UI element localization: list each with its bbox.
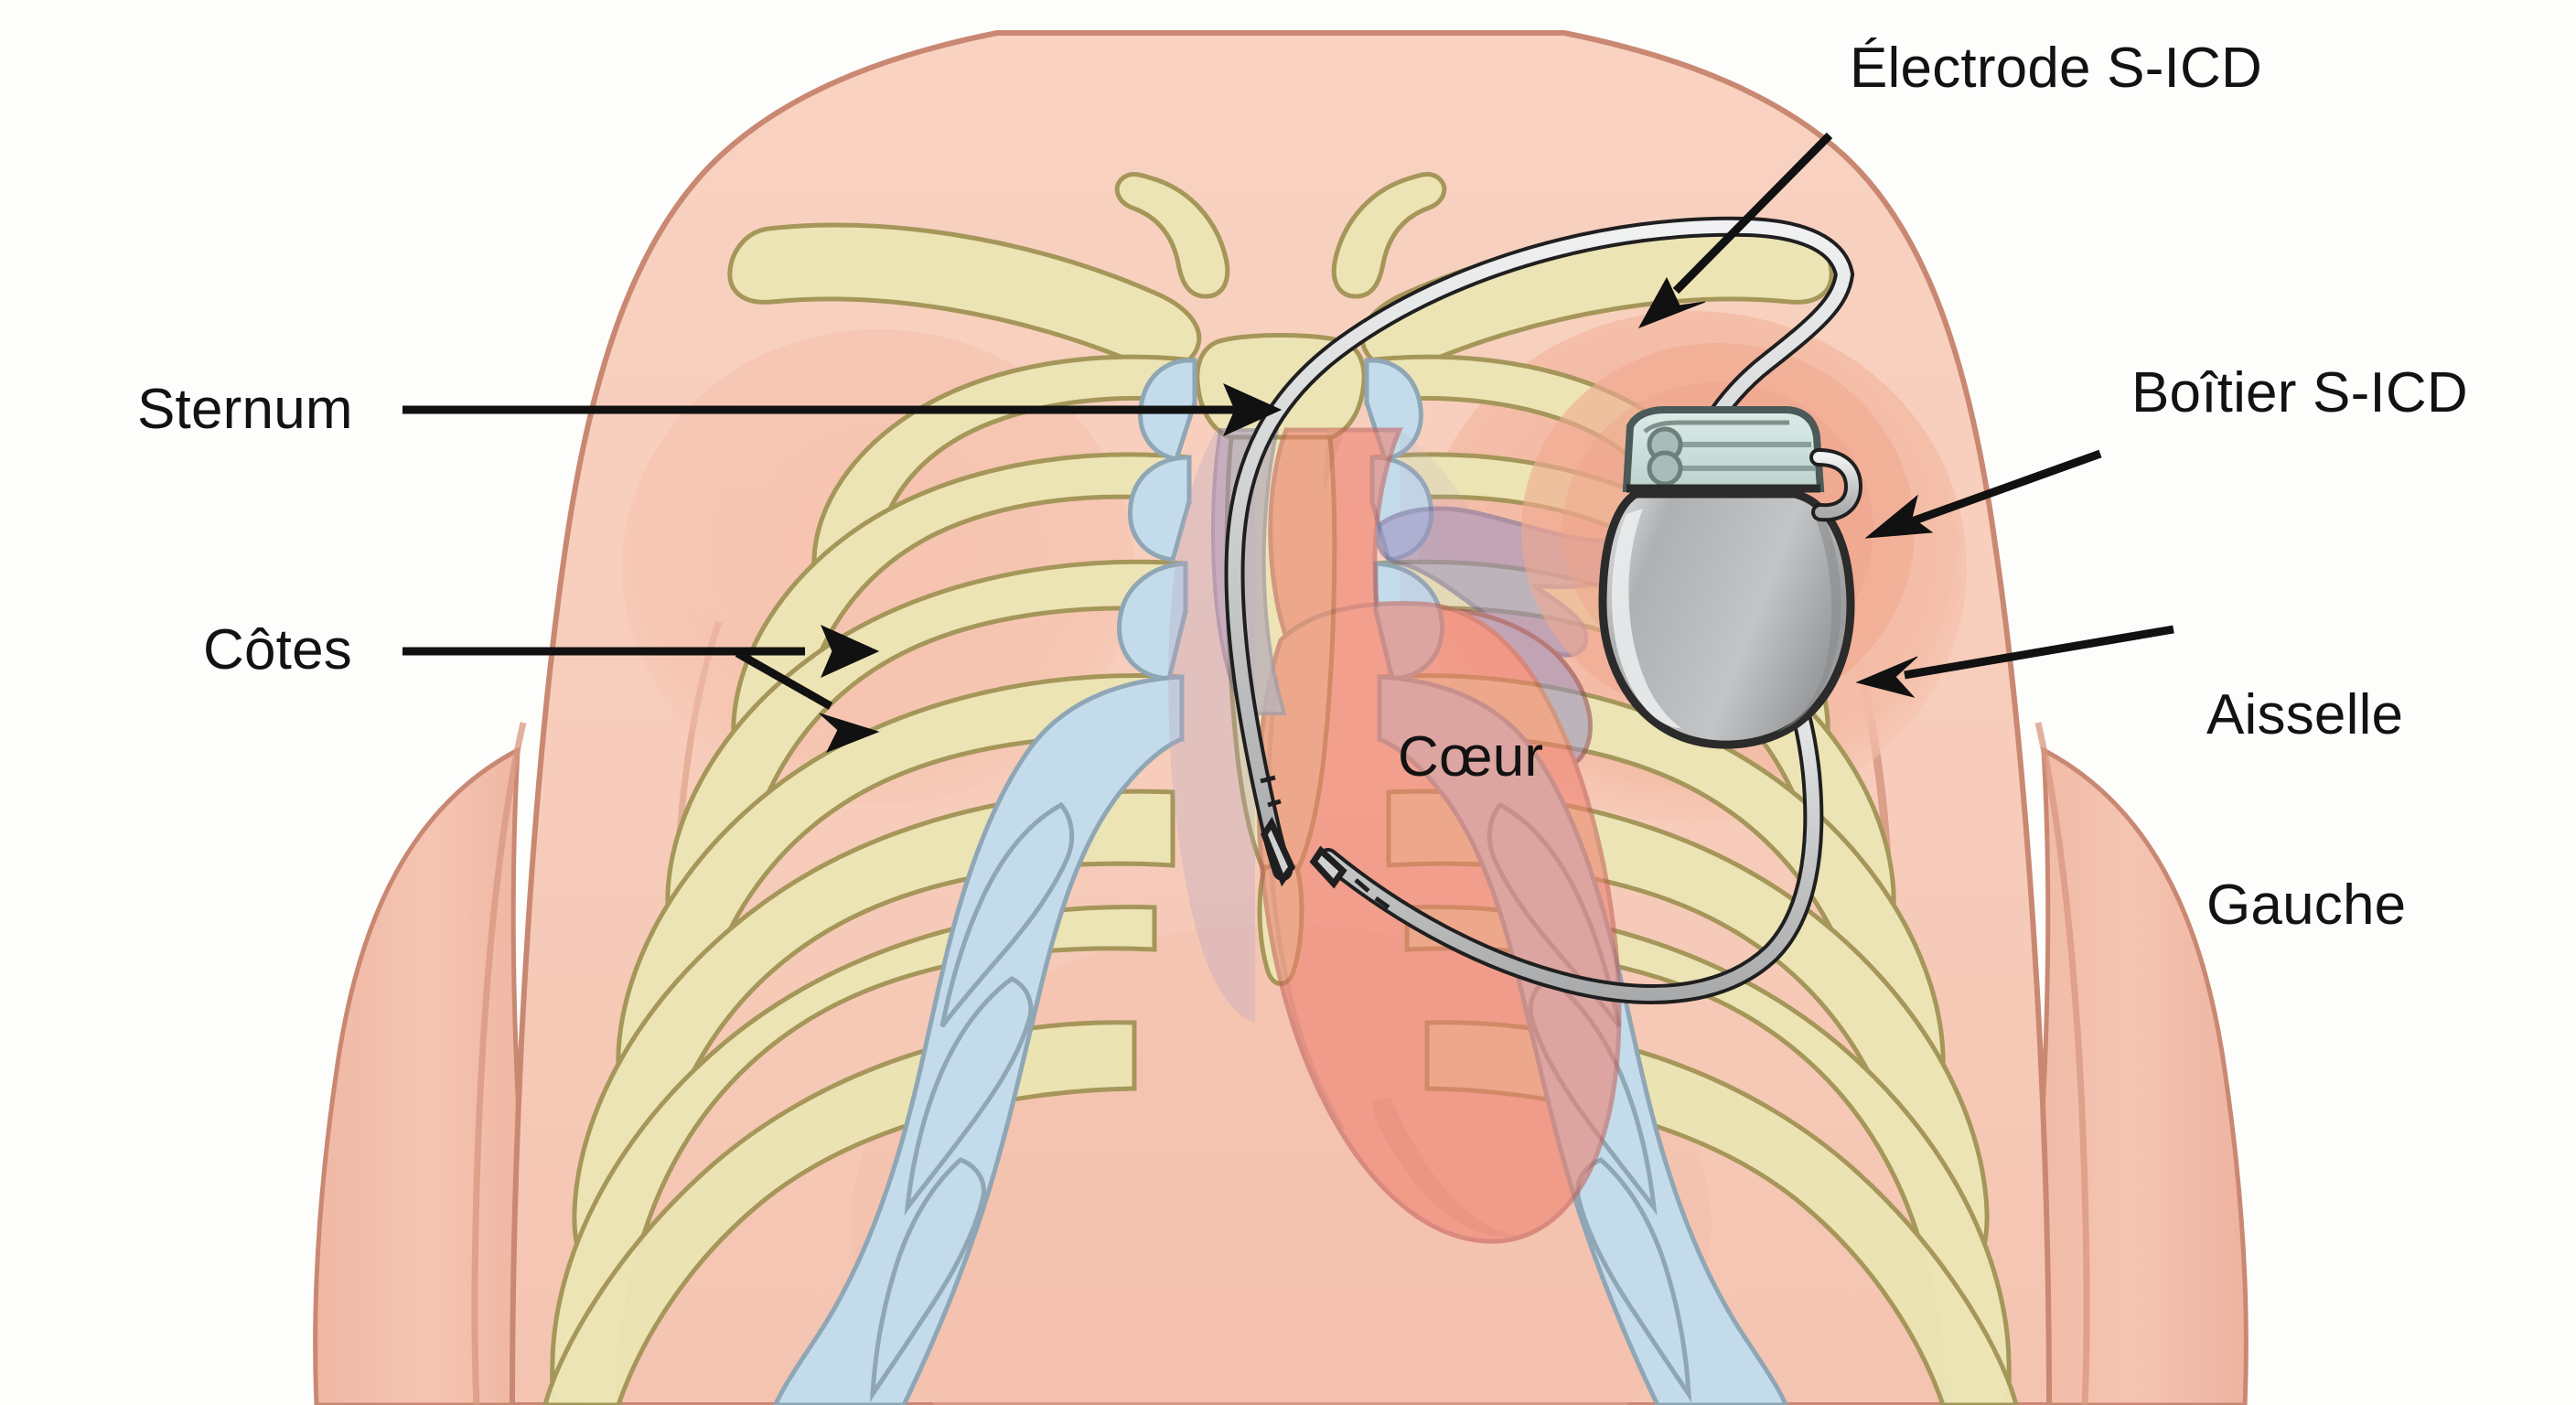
s-icd-pulse-generator [1598,406,1863,749]
heart-apex-shade [1372,1098,1519,1237]
label-electrode-sicd: Électrode S-ICD [1850,37,2262,100]
acromion-right [1114,172,1230,299]
label-aisselle-line2: Gauche [2206,874,2407,938]
cartilage-r3 [1117,561,1188,681]
s-icd-system [1224,216,1915,1004]
generator-can-highlight [1611,509,1681,728]
label-sternum: Sternum [137,378,353,441]
leader-electrode [1672,132,1833,295]
lead-arch-inner [1228,220,1852,877]
cartilage-sub-right-c [869,1157,986,1403]
cartilage-sub-left-c [1575,1157,1692,1403]
acromion-left [1331,172,1447,299]
arrowhead-aisselle [1855,656,1918,698]
arrowhead-cotes-1 [821,625,880,678]
generator-can-shade [1776,509,1841,732]
arrowhead-electrode [1637,276,1706,328]
shoulder-crease-left [2034,722,2090,1405]
lead-to-header-inner [1813,452,1860,519]
cartilage-sub-right-b [904,976,1034,1216]
leader-boitier [1910,449,2102,526]
cartilage-r2 [1127,455,1192,563]
shoulder-crease-right [471,722,527,1405]
lead-inferior-inner [1322,667,1820,1001]
label-cotes: Côtes [203,618,352,681]
cartilage-sub-right-a [939,801,1075,1028]
lead-inferior-tip [1309,845,1390,910]
arrowhead-sternum [1223,383,1283,436]
aortic-arch-notch [1324,428,1345,494]
lead-distal-tip [1260,775,1296,887]
header-inner-line [1643,420,1789,434]
leader-aisselle [1904,625,2174,680]
leader-lines [402,132,2174,753]
label-aisselle-line1: Aisselle [2206,682,2404,746]
label-coeur: Cœur [1398,725,1544,788]
label-boitier-sicd: Boîtier S-ICD [2131,361,2468,424]
header-port-2 [1647,450,1683,487]
s-icd-lead [1224,216,1855,1004]
arrowhead-cotes-2 [819,713,880,753]
right-ventricle-border [1266,676,1346,1131]
arrowhead-boitier [1864,494,1934,539]
leader-cotes-branch [735,649,833,710]
generator-can [1598,489,1855,749]
label-aisselle-gauche: Aisselle Gauche [2206,556,2406,1065]
